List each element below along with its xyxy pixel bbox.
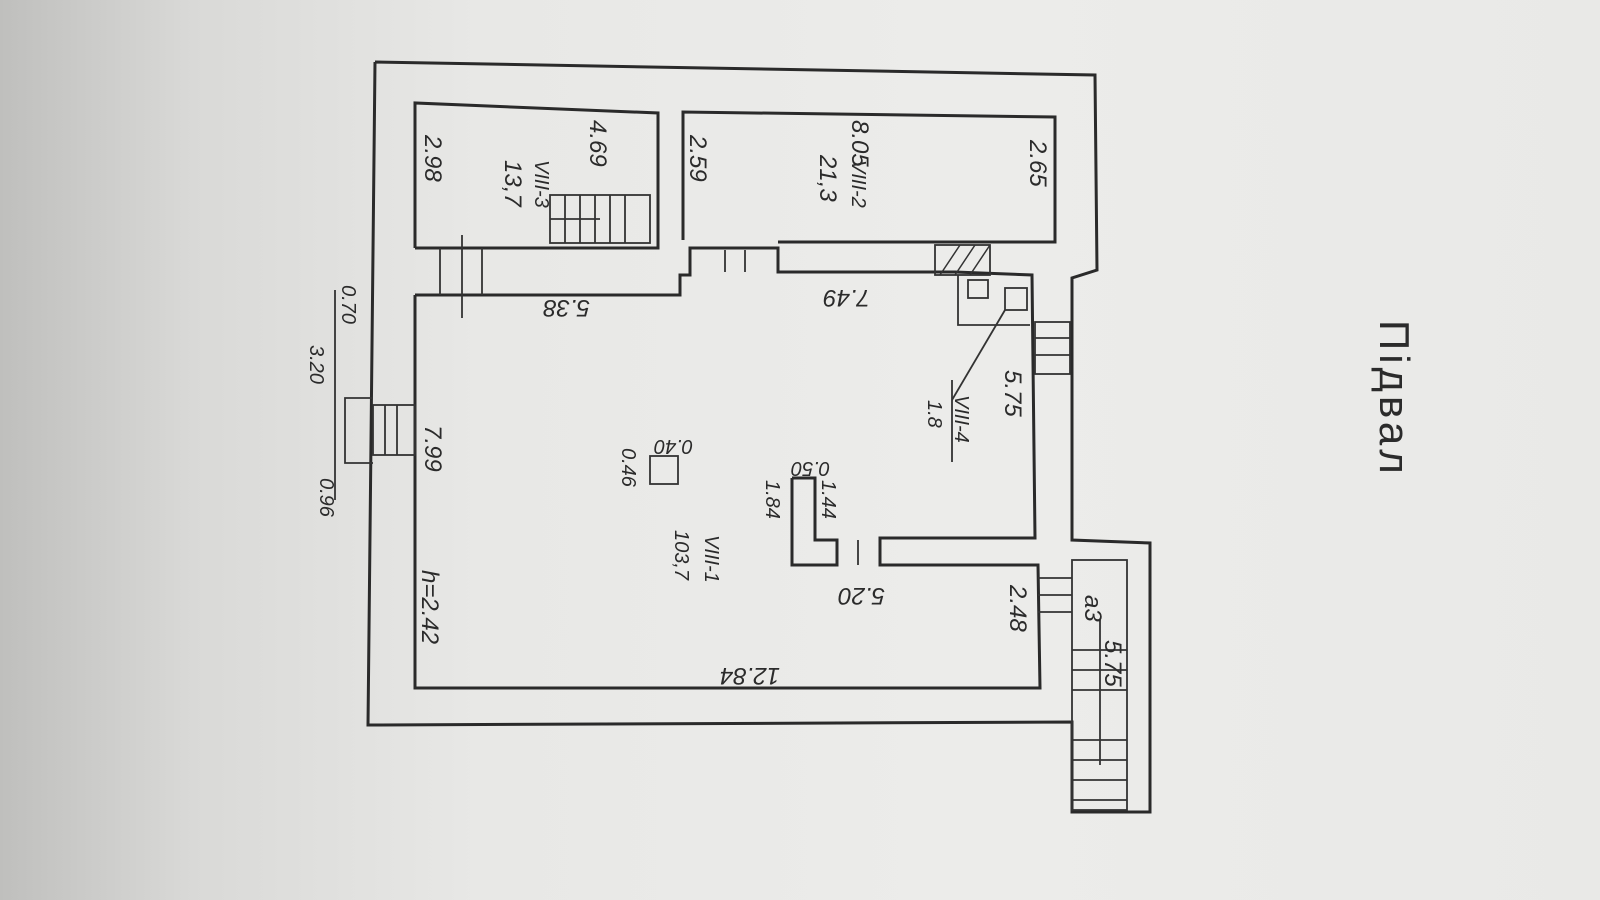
room-id-viii-3: VIII-3 — [530, 160, 552, 208]
dim-r2-top: 8.05 — [846, 120, 873, 167]
room-area-viii-4: 1.8 — [923, 400, 945, 428]
room-id-viii-1: VIII-1 — [700, 535, 722, 583]
room-area-viii-3: 13,7 — [499, 160, 526, 208]
left-entrance — [334, 290, 416, 500]
plan-title: Підвал — [1371, 320, 1418, 478]
room-viii-4 — [951, 275, 1030, 462]
chimney-hatch — [934, 244, 991, 276]
dim-stair-len: 5.75 — [1099, 640, 1126, 687]
dim-notch-bottom: 5.20 — [838, 582, 885, 609]
room-viii-2-wall — [681, 110, 1057, 244]
dim-column-h: 0.46 — [617, 448, 639, 488]
dim-r3-left: 2.98 — [419, 134, 446, 182]
bottom-stair — [1038, 559, 1128, 811]
dim-right-wall: 5.75 — [999, 370, 1026, 417]
room-area-viii-1: 103,7 — [670, 530, 692, 581]
stair-viii-3 — [549, 194, 651, 244]
dim-corridor-b: 7.49 — [823, 284, 870, 311]
room-id-viii-2: VIII-2 — [847, 160, 869, 208]
room-id-viii-4: VIII-4 — [950, 395, 972, 443]
dim-column-w: 0.40 — [654, 435, 693, 457]
dim-corridor-a: 5.38 — [543, 294, 590, 321]
dim-entry-a: 0.70 — [337, 285, 359, 324]
main-room-wall — [413, 246, 1042, 690]
dim-pillar-w: 0.50 — [791, 457, 830, 479]
dim-height: h=2.42 — [416, 570, 443, 644]
dim-entry-len: 3.20 — [305, 345, 327, 384]
stair-label: a3 — [1079, 595, 1106, 622]
dim-bottom: 12.84 — [720, 662, 780, 689]
dim-r2-left: 2.59 — [684, 134, 711, 182]
pillar — [790, 476, 839, 567]
room-viii-3-wall — [413, 101, 660, 250]
dim-notch-right: 2.48 — [1004, 584, 1031, 632]
right-steps — [1034, 321, 1071, 375]
dim-r2-right: 2.65 — [1024, 139, 1051, 187]
dim-entry-b: 0.96 — [315, 478, 337, 518]
dim-pillar-len: 1.84 — [761, 480, 783, 519]
room-area-viii-2: 21,3 — [814, 154, 841, 202]
door-openings — [439, 235, 859, 565]
outer-wall — [366, 60, 1152, 814]
column — [649, 455, 679, 485]
dim-left-wall: 7.99 — [419, 425, 446, 472]
dim-pillar-inner: 1.44 — [817, 480, 839, 519]
dim-r3-top: 4.69 — [584, 120, 611, 167]
